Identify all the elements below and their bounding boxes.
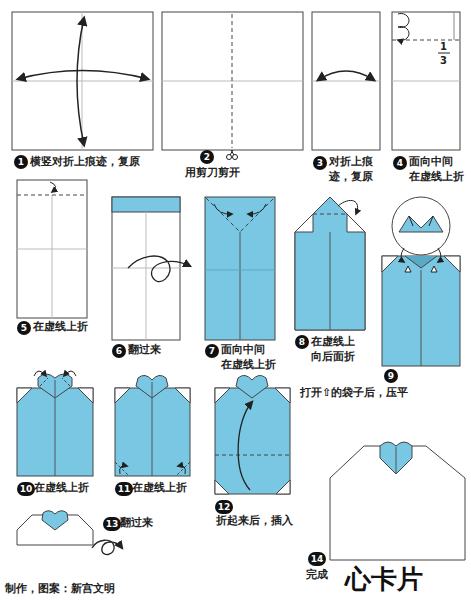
step-number-text: 5 (21, 323, 27, 333)
step-number-text: 1 (18, 157, 24, 167)
step-number-text: 8 (299, 337, 305, 347)
step-number: 3 (313, 156, 327, 170)
step-caption: 面向中间 在虚线上折 (221, 343, 281, 373)
step-caption: 面向中间 在虚线上折 (409, 155, 467, 185)
step-caption: 横竖对折上痕迹，复原 (30, 155, 140, 170)
step-number: 12 (215, 500, 233, 514)
step-caption: 在虚线上折 (33, 320, 88, 335)
step-number: 14 (308, 552, 326, 566)
step-caption: 翻过来 (128, 343, 161, 358)
step-caption: 3 (440, 54, 447, 68)
step-number: 4 (393, 156, 407, 170)
step-number: 7 (205, 344, 219, 358)
step-number-text: 3 (317, 158, 323, 168)
step-number: 2 (200, 150, 214, 164)
step-number: 11 (115, 482, 133, 496)
step-caption: 在虚线上折 (132, 481, 187, 496)
step-number: 9 (384, 369, 398, 383)
step-number-text: 10 (20, 484, 33, 494)
step-number: 1 (14, 155, 28, 169)
step-number-text: 9 (388, 371, 394, 381)
step-number-text: 11 (118, 484, 131, 494)
step-caption: 折起来后，插入 (216, 514, 293, 529)
step-caption: 打开⇧的袋子后，压平 (300, 386, 408, 401)
step-caption: 1 (440, 40, 447, 54)
step-number-text: 12 (218, 502, 231, 512)
step-caption: 用剪刀剪开 (185, 166, 240, 181)
step-number-text: 7 (209, 346, 215, 356)
step-number: 5 (17, 321, 31, 335)
step-caption: 在虚线上折 (34, 481, 89, 496)
step-number-text: 13 (106, 519, 119, 529)
title: 心卡片 (345, 562, 423, 597)
step-number: 8 (295, 335, 309, 349)
step-caption: 完成 (306, 568, 328, 583)
step-number-text: 6 (116, 346, 122, 356)
step-caption: 制作，图案：新宫文明 (5, 582, 115, 597)
step-number-text: 14 (311, 554, 324, 564)
step-caption: 对折上痕迹，复原 (329, 155, 389, 185)
step-number-text: 4 (397, 158, 403, 168)
step-caption: 翻过来 (120, 516, 153, 531)
step-number: 13 (103, 517, 121, 531)
step-number-text: 2 (204, 152, 210, 162)
step-caption: 在虚线上 向后面折 (311, 335, 371, 365)
step-number: 10 (17, 482, 35, 496)
step-number: 6 (112, 344, 126, 358)
